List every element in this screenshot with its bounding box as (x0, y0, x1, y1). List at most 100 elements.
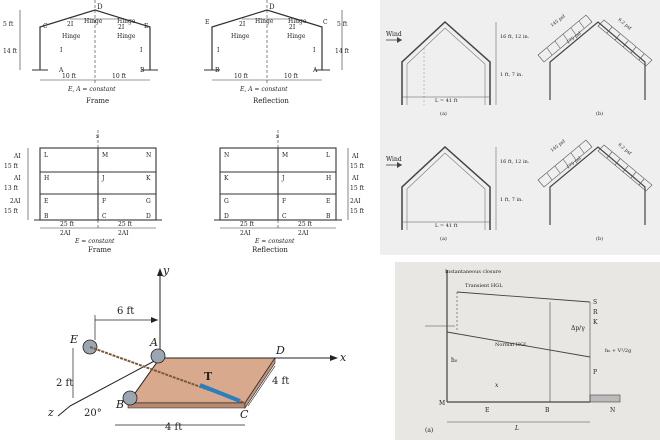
dim-14ft: 14 ft (335, 48, 350, 55)
dim-5ft: 5 ft (337, 21, 348, 28)
span-left: 10 ft (62, 73, 77, 80)
hinge-small-left: Hinge (231, 33, 250, 40)
node-h: H (44, 175, 49, 182)
label-m: M (439, 400, 445, 407)
panel-gable-roof: Wind 16 ft, 12 in. 1 ft, 7 in. L = 41 ft… (380, 0, 660, 255)
node-d: D (146, 213, 151, 220)
label-l: L (514, 425, 519, 432)
multistory-reflection-diagram: s N M L K J H G F E D C B AI 15 ft AI 15… (214, 130, 365, 254)
material-note: E, A = constant (67, 86, 116, 93)
panel-frame-hinged: D Hinge Hinge 2I 2I Hinge Hinge C E I I … (0, 0, 165, 115)
angle-label: 20° (84, 408, 102, 419)
node-j: J (281, 175, 285, 182)
panel-water-hammer-hgl: Instantaneous closure Transient HGL Norm… (395, 262, 660, 440)
hinge-label-left: Hinge (84, 18, 103, 25)
rafter-right-i: 2I (289, 24, 296, 31)
node-n: N (224, 152, 229, 159)
y-axis-label: y (162, 264, 170, 277)
node-m: M (282, 152, 288, 159)
caption-frame: Frame (88, 246, 111, 254)
multistory-frame-diagram: s L M N H J K E F G B C D AI 15 ft AI 13… (4, 130, 162, 254)
plate-cable-diagram: y x z 6 ft 2 ft 4 ft 4 ft 20° T E A B C … (47, 264, 347, 433)
column-i-right: I (313, 47, 316, 54)
hinge-label-right: Hinge (117, 18, 136, 25)
panel-multistory-frame: s L M N H J K E F G B C D AI 15 ft AI 13… (0, 130, 180, 255)
axis-s: s (276, 133, 279, 140)
panel-reflection-hinged: D Hinge Hinge 2I 2I Hinge Hinge E C I I … (195, 0, 360, 115)
caption-reflection: Reflection (252, 246, 288, 254)
height-top: 16 ft, 12 in. (500, 34, 530, 40)
wind-label: Wind (386, 31, 402, 38)
node-c: C (102, 213, 107, 220)
height-top: 16 ft, 12 in. (500, 159, 530, 165)
frame-hinged-diagram: D Hinge Hinge 2I 2I Hinge Hinge C E I I … (3, 0, 158, 105)
label-s: S (593, 299, 597, 306)
dim-4ft-side: 4 ft (272, 376, 289, 387)
node-b: B (326, 213, 331, 220)
height-low: 1 ft, 7 in. (500, 72, 523, 78)
material-note: E = constant (254, 238, 295, 245)
dim-5ft: 5 ft (3, 21, 14, 28)
load-right: 6.2 psf (617, 142, 633, 157)
node-e: E (144, 23, 148, 30)
span-i-left: 2AI (60, 230, 71, 237)
load-right: 6.2 psf (617, 17, 633, 32)
node-g: G (224, 198, 229, 205)
hinge-label-left: Hinge (255, 18, 274, 25)
label-x: x (495, 382, 499, 389)
node-m: M (102, 152, 108, 159)
dim-6ft: 6 ft (117, 306, 134, 317)
node-e: E (44, 198, 48, 205)
gable-lower-b: 145 psf 175 psf 6.2 psf (b) (537, 138, 653, 242)
hinge-label-right: Hinge (288, 18, 307, 25)
dim-left-2: AI (13, 175, 21, 182)
node-f: F (102, 198, 106, 205)
dim-2ft: 2 ft (56, 378, 73, 389)
label-e: E (485, 407, 489, 414)
hinge-small-right: Hinge (287, 33, 306, 40)
hinge-small-right: Hinge (117, 33, 136, 40)
normal-hgl: Normal HGL (495, 342, 528, 348)
pressure-head: Δp/γ (571, 325, 585, 332)
label-b: (b) (596, 235, 603, 242)
point-d: D (275, 344, 285, 357)
transient-hgl: Transient HGL (465, 283, 503, 289)
dim-left-3: 13 ft (4, 185, 19, 192)
node-g: G (146, 198, 151, 205)
point-b: B (115, 398, 124, 411)
dim-4ft-bottom: 4 ft (165, 422, 182, 433)
node-b: B (140, 67, 145, 74)
label-r: R (593, 309, 598, 316)
gable-lower-a: Wind 16 ft, 12 in. 1 ft, 7 in. L = 41 ft… (386, 145, 530, 242)
node-c: C (43, 23, 48, 30)
dim-left-1: 15 ft (4, 163, 19, 170)
span-right: 10 ft (112, 73, 127, 80)
span-left: 25 ft (60, 221, 75, 228)
dim-right-2: AI (351, 175, 359, 182)
node-k: K (146, 175, 151, 182)
node-h: H (326, 175, 331, 182)
label-n: N (610, 407, 615, 414)
node-c: C (282, 213, 287, 220)
label-k: K (593, 319, 598, 326)
node-d: D (224, 213, 229, 220)
span-label: L = 41 ft (435, 223, 458, 229)
panel-plate-cable: y x z 6 ft 2 ft 4 ft 4 ft 20° T E A B C … (0, 258, 370, 440)
dim-right-1: 15 ft (350, 163, 365, 170)
dim-14ft: 14 ft (3, 48, 18, 55)
span-i-right: 2AI (118, 230, 129, 237)
label-b: B (545, 407, 550, 414)
point-a: A (149, 336, 158, 349)
span-left: 25 ft (240, 221, 255, 228)
dim-right-5: 15 ft (350, 208, 365, 215)
caption-reflection: Reflection (253, 97, 289, 105)
node-l: L (44, 152, 48, 159)
h0-label: h₀ (451, 357, 458, 364)
dim-right-3: 15 ft (350, 185, 365, 192)
material-note: E = constant (74, 238, 115, 245)
column-i-right: I (140, 47, 143, 54)
hgl-diagram: Instantaneous closure Transient HGL Norm… (425, 269, 632, 434)
span-i-left: 2AI (240, 230, 251, 237)
rafter-left-i: 2I (239, 21, 246, 28)
total-head: h₀ + V²/2g (605, 348, 632, 354)
